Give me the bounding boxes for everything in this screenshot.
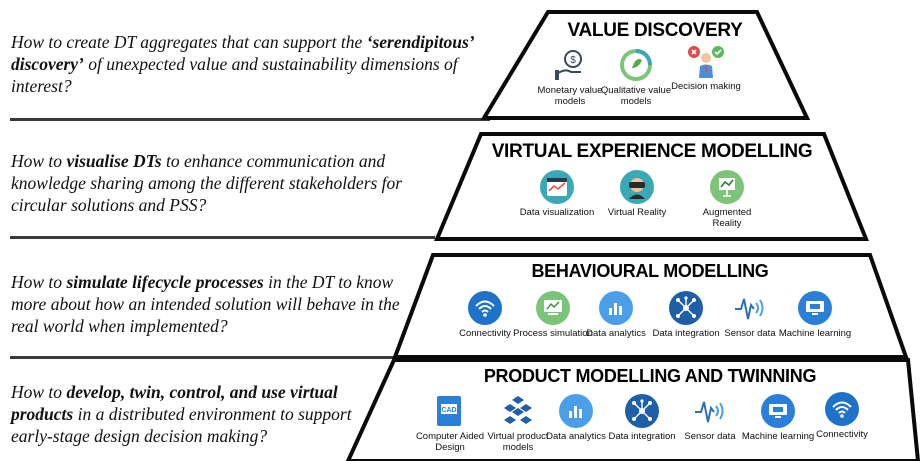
svg-text:$: $ [570, 55, 576, 66]
item-augmented-reality: Augmented Reality [687, 170, 767, 229]
item-machine-learning: Machine learning [738, 394, 818, 442]
data-integration-icon [669, 291, 703, 325]
data-visualization-icon [540, 170, 574, 204]
item-machine-learning: Machine learning [775, 291, 855, 339]
tier-title-product-modelling: PRODUCT MODELLING AND TWINNING [483, 366, 817, 386]
data-integration-icon [625, 394, 659, 428]
divider-line [10, 118, 490, 121]
tier-title-value-discovery: VALUE DISCOVERY [567, 20, 743, 41]
tier-title-behavioural: BEHAVIOURAL MODELLING [531, 261, 769, 281]
item-sensor-data: Sensor data [670, 394, 750, 442]
tier-title-virtual-experience: VIRTUAL EXPERIENCE MODELLING [491, 141, 813, 162]
connectivity-icon [468, 291, 502, 325]
sensor-data-icon [693, 394, 727, 428]
divider-line [10, 356, 405, 359]
item-virtual-reality: Virtual Reality [597, 170, 677, 218]
svg-text:CAD: CAD [441, 407, 456, 414]
connectivity-icon [825, 392, 859, 426]
item-data-integration: Data integration [602, 394, 682, 442]
item-connectivity: Connectivity [445, 291, 525, 339]
virtual-product-icon [501, 394, 535, 428]
divider-line [10, 236, 435, 239]
question-product-modelling: How to develop, twin, control, and use v… [11, 382, 352, 446]
cad-icon: CAD [433, 394, 467, 428]
item-computer-aided-design: CAD Computer Aided Design [410, 394, 490, 453]
item-data-integration: Data integration [646, 291, 726, 339]
item-connectivity: Connectivity [802, 392, 882, 440]
qualitative-value-icon [619, 48, 653, 82]
data-analytics-icon [559, 394, 593, 428]
item-qualitative-value: Qualitative value models [596, 48, 676, 107]
virtual-reality-icon [620, 170, 654, 204]
decision-making-icon [688, 44, 724, 78]
tier-outline-behavioural [392, 253, 909, 359]
item-process-simulation: Process simulation [513, 291, 593, 339]
question-virtual-experience: How to visualise DTs to enhance communic… [11, 151, 403, 215]
item-data-visualization: Data visualization [517, 170, 597, 218]
item-decision-making: Decision making [666, 44, 746, 92]
machine-learning-icon [761, 394, 795, 428]
question-behavioural: How to simulate lifecycle processes in t… [11, 272, 400, 336]
item-data-analytics: Data analytics [576, 291, 656, 339]
monetary-value-icon: $ [553, 48, 587, 82]
item-data-analytics: Data analytics [536, 394, 616, 442]
item-virtual-product-models: Virtual product models [478, 394, 558, 453]
data-analytics-icon [599, 291, 633, 325]
question-value-discovery: How to create DT aggregates that can sup… [11, 32, 474, 96]
item-sensor-data: Sensor data [710, 291, 790, 339]
process-simulation-icon [536, 291, 570, 325]
item-monetary-value: $ Monetary value models [530, 48, 610, 107]
sensor-data-icon [733, 291, 767, 325]
machine-learning-icon [798, 291, 832, 325]
tier-outline-value-discovery [480, 10, 811, 120]
augmented-reality-icon [710, 170, 744, 204]
